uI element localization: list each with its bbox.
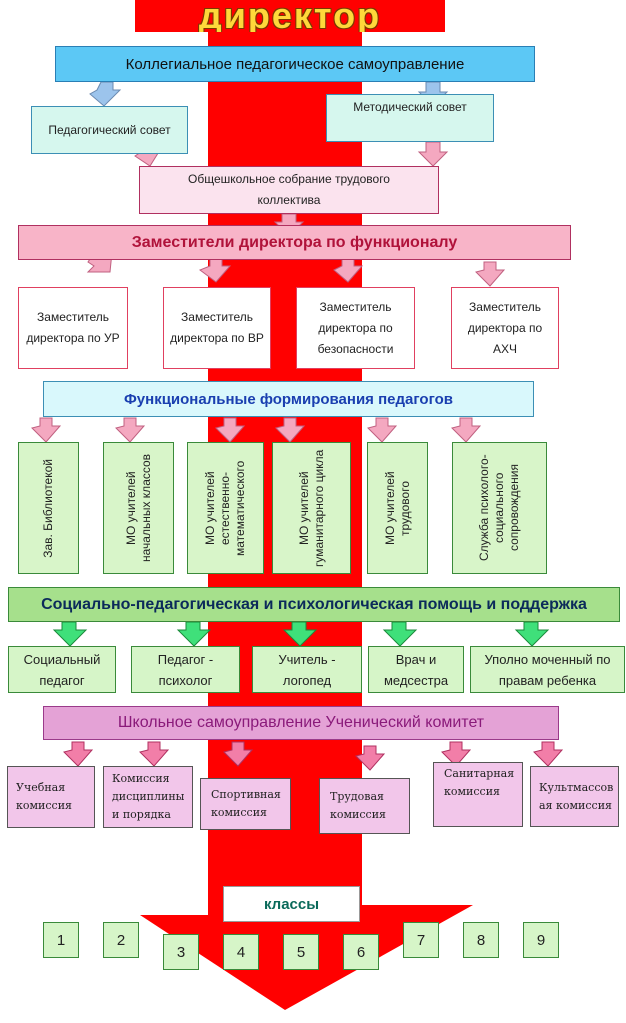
arrow-to-func-1	[31, 417, 62, 443]
ped-council-box: Педагогический совет	[31, 106, 188, 154]
class-8: 8	[463, 922, 499, 958]
arrow-to-ped-council	[89, 81, 122, 107]
arrow-to-general-meeting-2	[417, 141, 449, 167]
method-council-box: Методический совет	[326, 94, 494, 142]
mo-primary-label: МО учителей начальных классов	[123, 453, 153, 563]
general-meeting-box: Общешкольное собрание трудового коллекти…	[139, 166, 439, 214]
arrow-to-social-3	[282, 621, 318, 647]
deputy-ur-box: Заместитель директора по УР	[18, 287, 128, 369]
committee-culture-box: Культмассов ая комиссия	[530, 766, 619, 827]
mo-labor-column: МО учителей трудового	[367, 442, 428, 574]
arrow-to-committee-1	[63, 741, 94, 767]
psychologist-box: Педагог - психолог	[131, 646, 240, 693]
arrow-to-func-2	[115, 417, 146, 443]
speech-therapist-box: Учитель - логопед	[252, 646, 362, 693]
committee-sports-box: Спортивная комиссия	[200, 778, 291, 830]
arrow-to-func-5	[367, 417, 398, 443]
library-column: Зав. Библиотекой	[18, 442, 79, 574]
arrow-to-deputy-bez	[333, 257, 364, 283]
arrow-to-committee-2	[139, 741, 170, 767]
ombudsman-box: Уполно моченный по правам ребенка	[470, 646, 625, 693]
collegial-banner: Коллегиальное педагогическое самоуправле…	[55, 46, 535, 82]
arrow-to-committee-6	[533, 741, 564, 767]
deputy-security-box: Заместитель директора по безопасности	[296, 287, 415, 369]
mo-humanities-column: МО учителей гуманитарного цикла	[272, 442, 351, 574]
deputies-banner: Заместители директора по функционалу	[18, 225, 571, 260]
committee-discipline-box: Комиссия дисциплины и порядка	[103, 766, 193, 828]
class-9: 9	[523, 922, 559, 958]
class-2: 2	[103, 922, 139, 958]
arrow-to-committee-4	[355, 745, 386, 771]
social-banner: Социально-педагогическая и психологическ…	[8, 587, 620, 622]
mo-humanities-label: МО учителей гуманитарного цикла	[296, 449, 326, 567]
deputy-vr-box: Заместитель директора по ВР	[163, 287, 271, 369]
deputy-ahch-box: Заместитель директора по АХЧ	[451, 287, 559, 369]
committee-labor-box: Трудовая комиссия	[319, 778, 410, 834]
arrow-to-committee-3	[223, 741, 254, 767]
psych-service-label: Служба психолого-социального сопровожден…	[477, 454, 521, 562]
mo-science-column: МО учителей естественно-математического	[187, 442, 264, 574]
arrow-to-func-3	[215, 417, 246, 443]
doctor-box: Врач и медсестра	[368, 646, 464, 693]
classes-label: классы	[223, 886, 360, 922]
director-title: директор	[135, 0, 445, 32]
social-pedagogue-box: Социальный педагог	[8, 646, 116, 693]
functional-banner: Функциональные формирования педагогов	[43, 381, 534, 417]
class-7: 7	[403, 922, 439, 958]
committee-sanitary-box: Санитарная комиссия	[433, 762, 523, 827]
class-6: 6	[343, 934, 379, 970]
library-label: Зав. Библиотекой	[41, 458, 55, 558]
arrow-to-social-4	[382, 621, 418, 647]
arrow-to-func-6	[451, 417, 482, 443]
arrow-to-func-4	[275, 417, 306, 443]
class-4: 4	[223, 934, 259, 970]
arrow-to-committee-5	[441, 741, 472, 767]
arrow-to-deputy-vr	[198, 257, 232, 283]
committee-study-box: Учебная комиссия	[7, 766, 95, 828]
arrow-to-social-2	[176, 621, 212, 647]
arrow-to-deputy-ahch	[475, 261, 506, 287]
mo-labor-label: МО учителей трудового	[382, 471, 412, 545]
arrow-to-social-1	[52, 621, 88, 647]
class-1: 1	[43, 922, 79, 958]
mo-primary-column: МО учителей начальных классов	[103, 442, 174, 574]
class-3: 3	[163, 934, 199, 970]
mo-science-label: МО учителей естественно-математического	[203, 460, 247, 556]
student-banner: Школьное самоуправление Ученический коми…	[43, 706, 559, 740]
psych-service-column: Служба психолого-социального сопровожден…	[452, 442, 547, 574]
class-5: 5	[283, 934, 319, 970]
arrow-to-social-5	[514, 621, 550, 647]
